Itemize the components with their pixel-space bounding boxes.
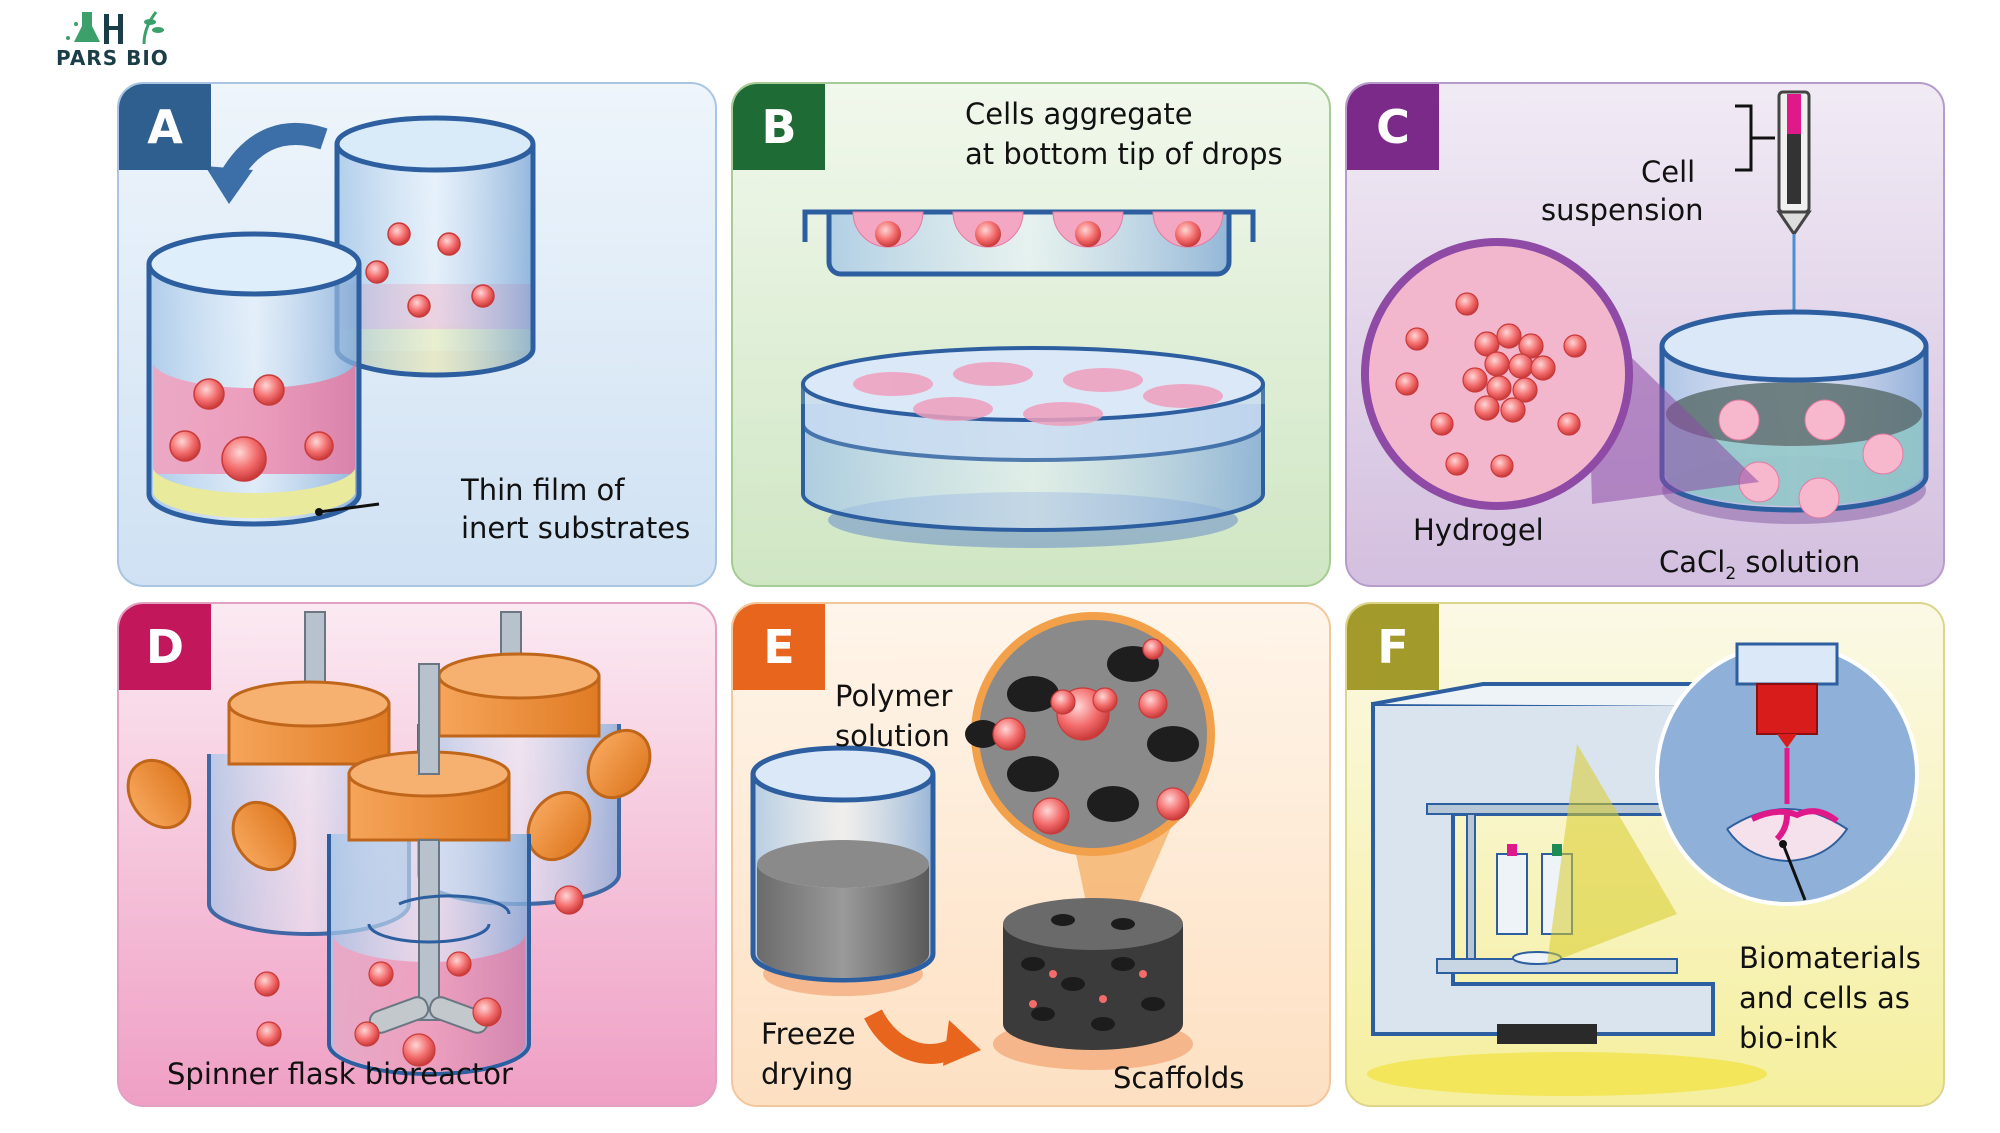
panel-e-label-polymer: Polymer bbox=[835, 679, 953, 713]
panel-f-badge: F bbox=[1347, 604, 1439, 690]
panel-f-label-line2: and cells as bbox=[1739, 981, 1910, 1015]
panel-c: C Cell suspension Hydrogel CaCl2 solutio… bbox=[1345, 82, 1945, 587]
panel-b-badge: B bbox=[733, 84, 825, 170]
panel-c-label-cell: Cell bbox=[1641, 155, 1696, 189]
panel-c-label-suspension: suspension bbox=[1541, 193, 1704, 227]
panel-b-label-line1: Cells aggregate bbox=[965, 97, 1193, 131]
panel-c-label-cacl-subscript: 2 bbox=[1725, 563, 1737, 584]
panel-a-label-line1: Thin film of bbox=[461, 473, 625, 507]
panel-d: D Spinner flask bioreactor bbox=[117, 602, 717, 1107]
panel-c-label-solution: solution bbox=[1745, 545, 1861, 579]
panel-e-label-solution: solution bbox=[835, 719, 950, 753]
panel-e: E Polymer solution Freeze drying Scaffol… bbox=[731, 602, 1331, 1107]
panel-b-label-line2: at bottom tip of drops bbox=[965, 137, 1283, 171]
panel-f-label-line3: bio-ink bbox=[1739, 1021, 1838, 1055]
panel-e-label-freeze: Freeze bbox=[761, 1017, 856, 1051]
panel-c-illustration bbox=[1361, 90, 1929, 524]
panel-b: B Cells aggregate at bottom tip of drops bbox=[731, 82, 1331, 587]
panel-a: A Thin film of inert substrates bbox=[117, 82, 717, 587]
panel-c-label-hydrogel: Hydrogel bbox=[1413, 513, 1544, 547]
panel-c-badge: C bbox=[1347, 84, 1439, 170]
panel-c-label-cacl-text: CaCl bbox=[1659, 545, 1726, 579]
panel-e-label-drying: drying bbox=[761, 1057, 854, 1091]
panel-e-label-scaffolds: Scaffolds bbox=[1113, 1061, 1245, 1095]
logo-text: PARS BIO bbox=[56, 46, 169, 70]
panel-f-label-line1: Biomaterials bbox=[1739, 941, 1921, 975]
panel-c-label-cacl: CaCl2 solution bbox=[1659, 542, 1861, 585]
pars-bio-logo-icon bbox=[66, 11, 164, 45]
panel-a-illustration bbox=[146, 115, 536, 527]
panel-f-illustration bbox=[1367, 642, 1919, 1096]
panel-e-badge: E bbox=[733, 604, 825, 690]
panel-f: F Biomaterials and cells as bio-ink bbox=[1345, 602, 1945, 1107]
panel-d-label: Spinner flask bioreactor bbox=[167, 1057, 513, 1091]
panel-d-illustration bbox=[126, 611, 652, 1076]
panel-d-badge: D bbox=[119, 604, 211, 690]
panel-e-illustration bbox=[750, 612, 1215, 1070]
panel-a-label-line2: inert substrates bbox=[461, 511, 691, 545]
panel-b-illustration bbox=[801, 209, 1265, 548]
panel-a-badge: A bbox=[119, 84, 211, 170]
